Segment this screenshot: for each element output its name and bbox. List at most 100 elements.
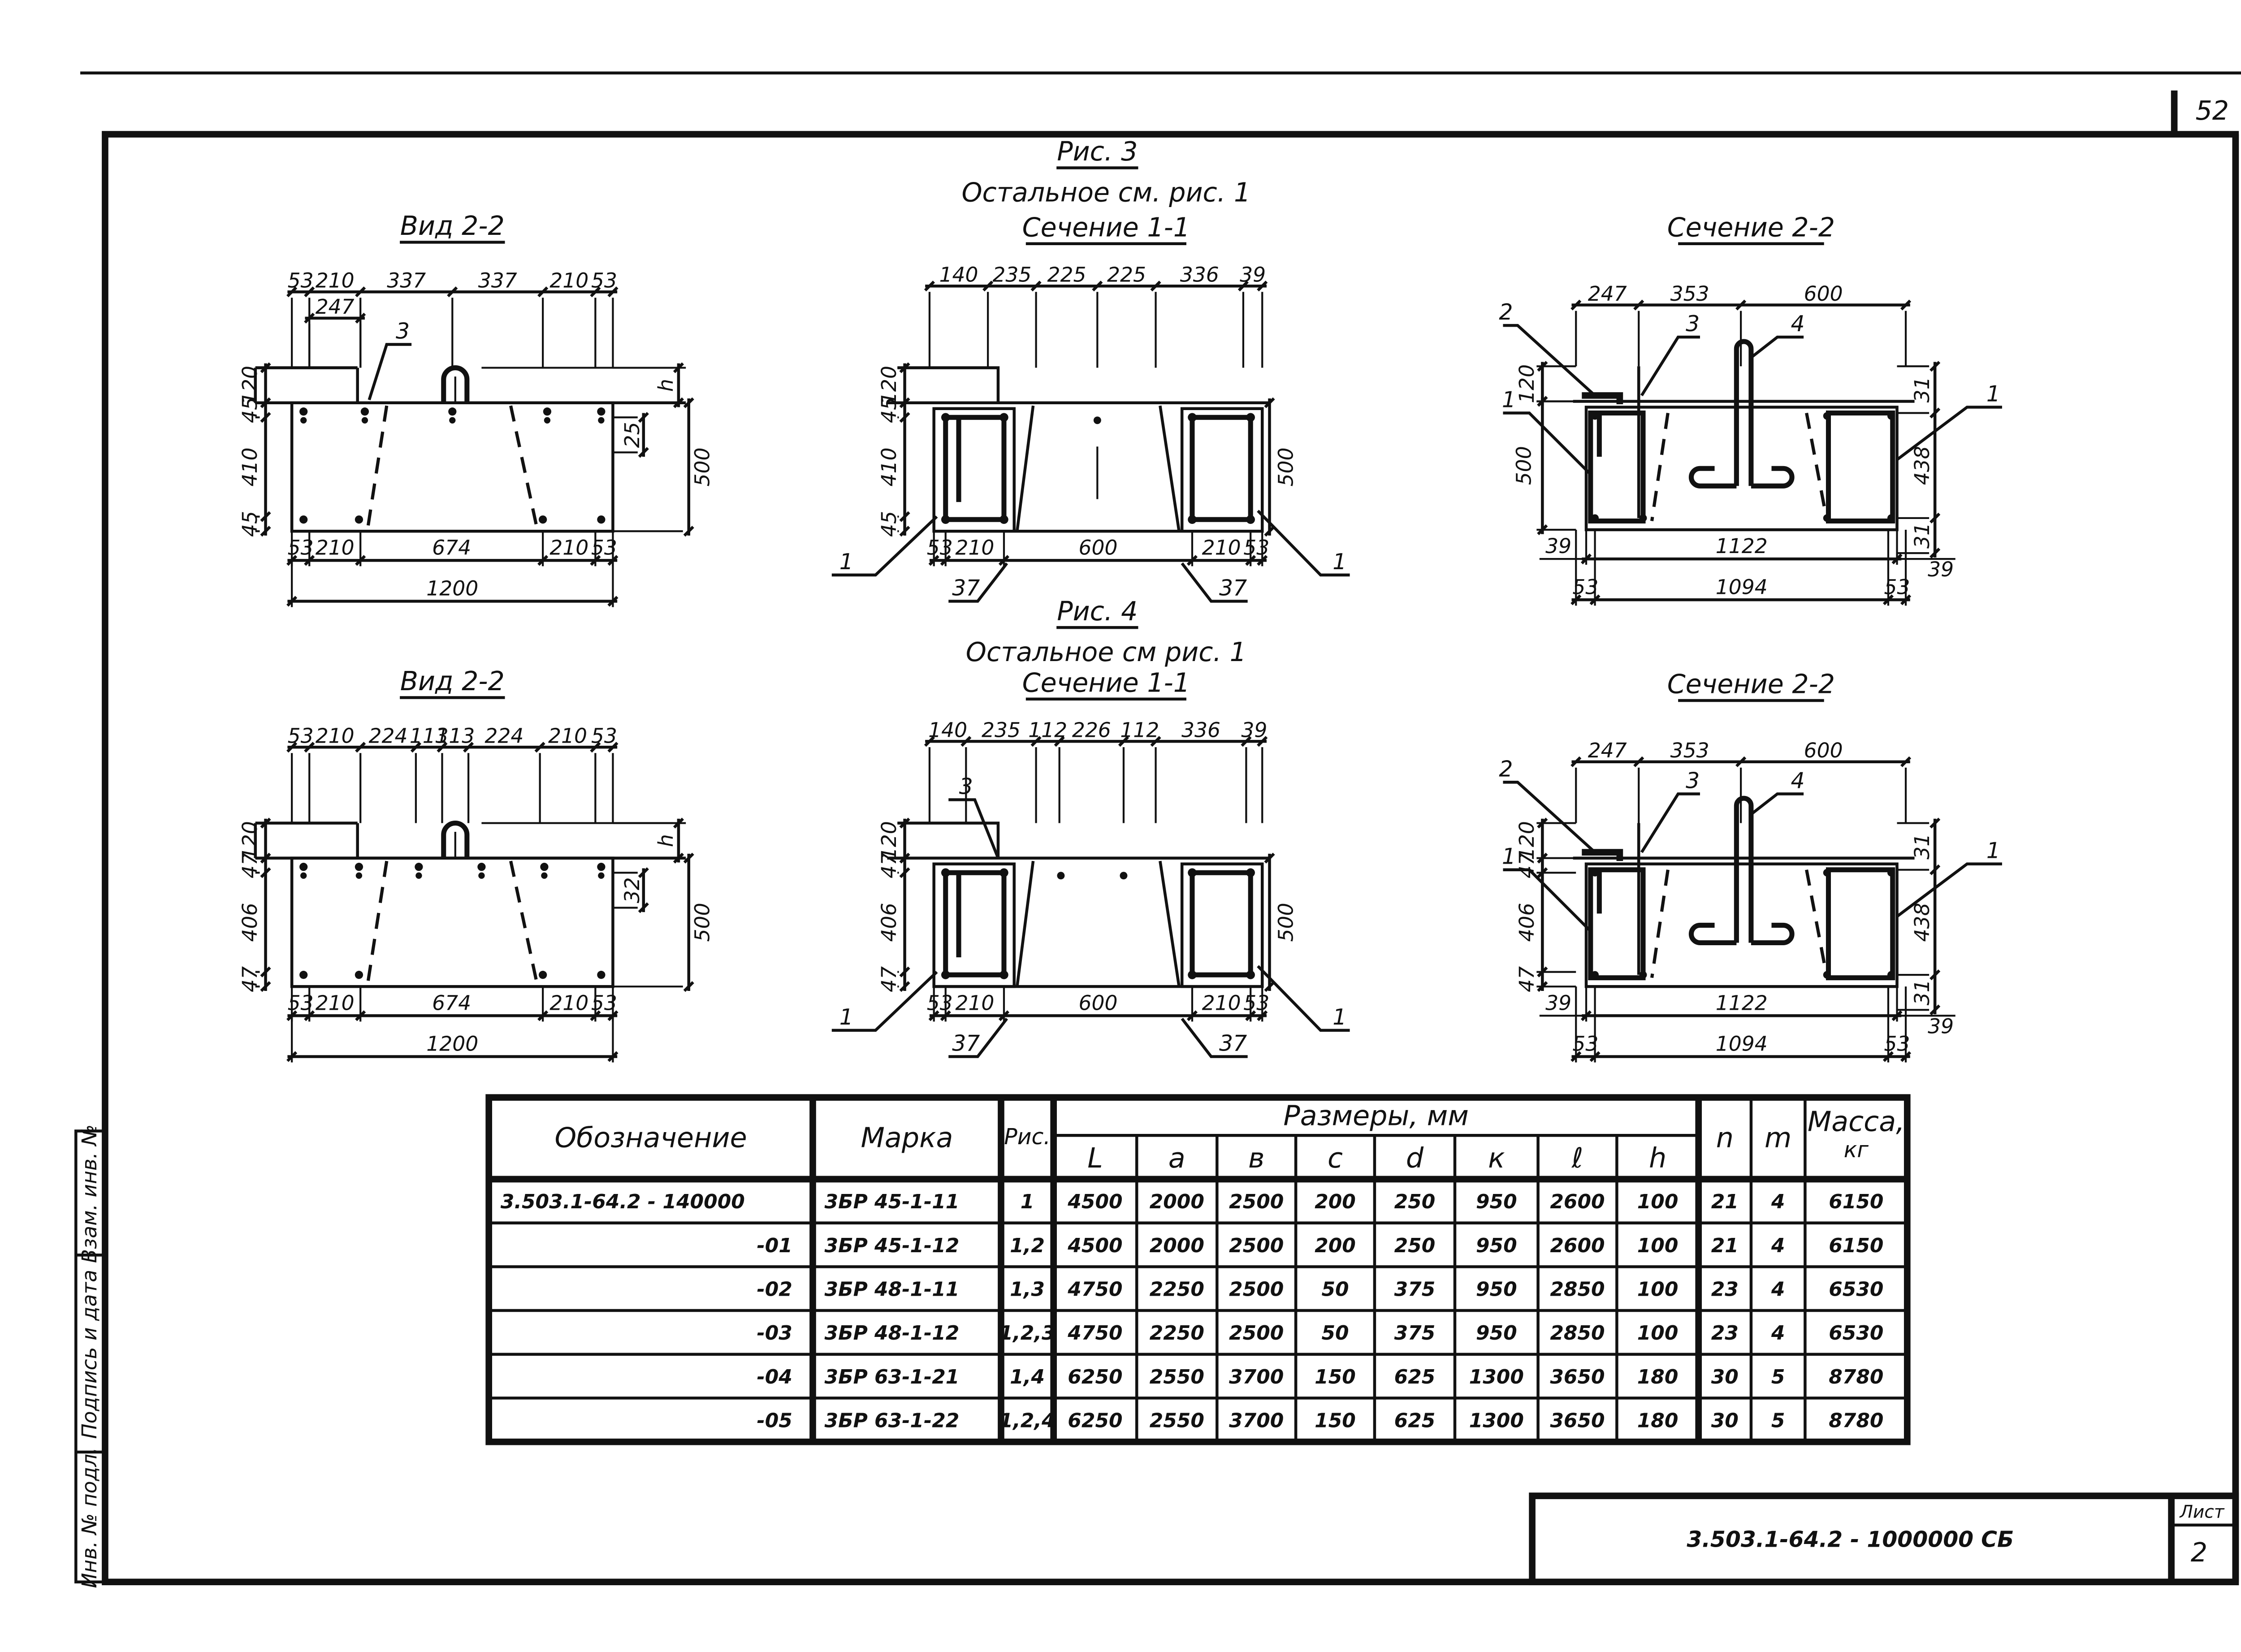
dimension-tick [683,526,694,537]
callout-2 [1503,324,1596,397]
cell-c: 50 [1321,1278,1349,1301]
dimension-label: 337 [387,268,426,292]
dimension-label: 53 [288,536,314,559]
cell-L: 6250 [1068,1410,1122,1432]
dimension-label: 120 [238,821,262,860]
rebar-dot [449,417,456,424]
dimension-tick [1537,524,1548,536]
dimension-tick [1589,1051,1601,1062]
figure-note: Остальное см. рис. 1 [961,177,1250,208]
dimension-label: 31 [1910,834,1934,860]
rebar-dot [1188,515,1197,524]
dimension-tick [960,736,972,747]
cell-n: 30 [1711,1410,1739,1432]
dimension-label: 500 [1274,903,1298,942]
dimension-tick [1570,299,1582,311]
cell-n: 21 [1711,1190,1739,1213]
dimension-tick [638,902,649,913]
header-size-col: ℓ [1571,1142,1583,1174]
cell-L: 6250 [1068,1366,1122,1388]
cell-l: 2850 [1550,1322,1605,1345]
dimension-tick [1900,594,1912,605]
dimension-tick [1241,736,1252,747]
callout-1-left [831,515,938,577]
header-designation: Обозначение [554,1121,747,1154]
dimension-tick [304,742,315,753]
dimension-tick [940,555,951,566]
dimension-39-right: 39 [1928,1014,1954,1038]
dimension-37-right-label: 37 [1219,1030,1247,1056]
dimension-label: 1200 [426,577,478,601]
callout-3 [1640,792,1700,853]
cell-l: 3650 [1550,1366,1605,1388]
cell-n: 21 [1711,1234,1739,1257]
dimension-tick [304,312,315,324]
dimension-tick [899,852,910,864]
cell-m: 4 [1771,1278,1785,1301]
dimension-label: 224 [485,724,523,748]
dimension-tick [1537,981,1548,992]
dimension-label: 120 [1515,821,1539,860]
cell-c: 150 [1315,1366,1356,1388]
cell-fig: 1,4 [1010,1366,1045,1388]
cell-a: 2250 [1150,1322,1204,1345]
dimension-label: 353 [1670,739,1709,762]
dimension-label: 47 [1515,966,1539,992]
dimension-label: h [654,379,678,392]
callout-1-right-label: 1 [1986,838,2000,864]
dimension-label: 120 [877,366,901,405]
cell-c: 50 [1321,1322,1349,1345]
dimension-label: 25 [620,422,644,448]
dimension-label: 438 [1910,446,1934,485]
rebar-dot [999,413,1008,422]
callout-1-left [1503,868,1592,932]
dimension-label: 45 [877,397,901,423]
stirrup-right [1826,867,1895,981]
dimension-tick [924,736,935,747]
dimension-label: 47 [1515,852,1539,878]
cell-m: 5 [1771,1410,1785,1432]
dimension-label: 210 [549,536,588,559]
stirrup-left [1588,410,1646,523]
dimension-label: 500 [1274,447,1298,486]
dimension-tick [463,742,474,753]
sheet-number: 2 [2191,1537,2207,1568]
rebar-dot [539,971,547,979]
dimension-tick [1930,548,1941,559]
callout-3 [1640,335,1700,397]
rebar-dot [355,515,363,524]
cell-h: 180 [1637,1410,1679,1432]
dimension-label: 31 [1910,979,1934,1005]
dimension-tick [260,817,271,829]
dimension-label: 226 [1072,718,1111,742]
dimension-39-left: 39 [1545,991,1571,1015]
dimension-label: 1094 [1716,575,1768,599]
dimension-label: 140 [928,718,967,742]
dimension-label: 39 [1241,718,1267,742]
dimension-label: 600 [1804,739,1843,762]
cell-c: 200 [1315,1190,1356,1213]
dimension-tick [998,555,1010,566]
rebar-dot [1639,514,1647,522]
stirrup-left [943,870,1007,977]
header-m: m [1765,1121,1791,1154]
dimension-39-right: 39 [1928,558,1954,581]
rebar-dot [540,863,549,871]
dimension-tick [899,981,910,992]
rebar-dot [300,417,307,424]
section-2-2-title: Сечение 2-2 [1667,669,1835,700]
dimension-label: 47 [877,966,901,992]
section-1-1-title: Сечение 1-1 [1022,212,1190,242]
callout-1-right [1257,965,1350,1032]
callout-3 [368,343,412,401]
dimension-label: 225 [1107,263,1146,286]
callout-3-label: 3 [396,318,410,344]
dimension-label: 31 [1910,523,1934,549]
dimension-tick [447,286,458,298]
cell-l: 3650 [1550,1410,1605,1432]
dimension-tick [1245,1010,1256,1021]
dimension-tick [1054,736,1065,747]
